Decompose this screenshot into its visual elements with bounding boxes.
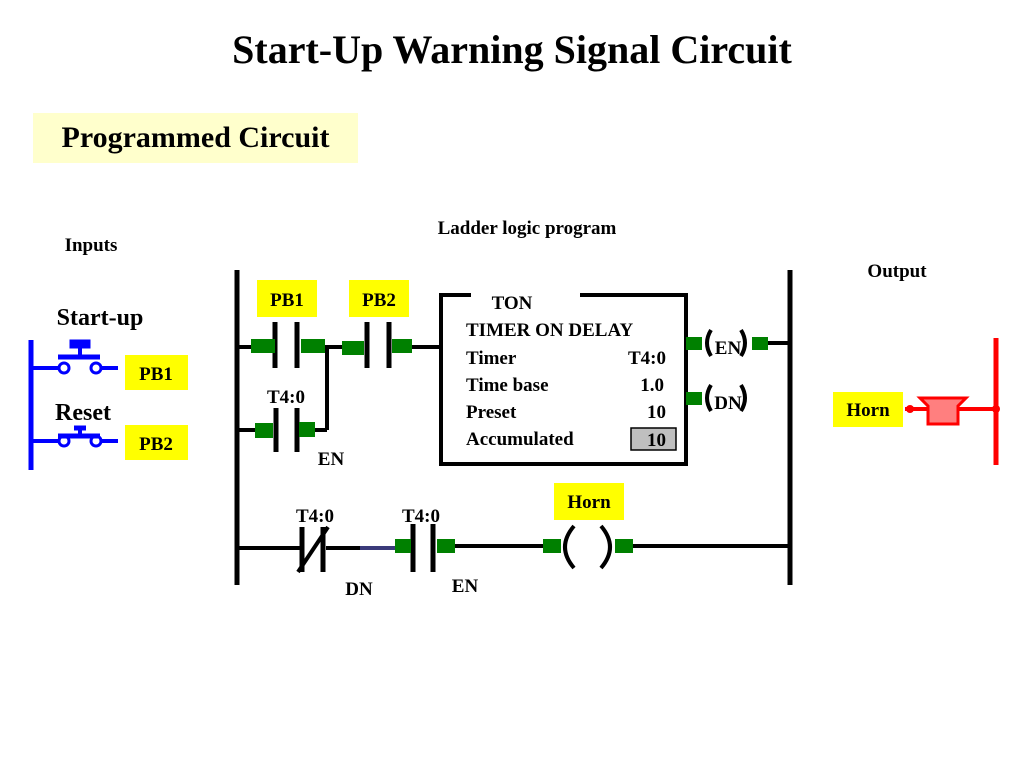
reset-label: Reset: [55, 400, 111, 426]
timer-dn-contact: [296, 525, 330, 574]
svg-text:Horn: Horn: [567, 492, 611, 513]
svg-text:PB2: PB2: [139, 434, 173, 455]
startup-label: Start-up: [57, 305, 144, 331]
timer-block: TON TIMER ON DELAY Timer T4:0 Time base …: [439, 293, 688, 466]
horn-coil: [543, 524, 633, 570]
pb1-rung-tag: PB1: [257, 280, 317, 317]
accumulated-value: 10: [647, 430, 666, 451]
timer-en-label: EN: [715, 338, 742, 359]
ladder-rails: [234, 270, 793, 585]
timer-dn-label: DN: [714, 393, 742, 414]
svg-text:Horn: Horn: [846, 400, 890, 421]
seal-in-contact: [255, 408, 315, 452]
horn-icon: [916, 396, 970, 426]
timer-dn-output: DN: [686, 383, 747, 414]
svg-text:PB1: PB1: [270, 290, 304, 311]
reset-tag: PB2: [125, 425, 188, 460]
timer-value: T4:0: [628, 348, 666, 369]
en-contact-address: T4:0: [402, 506, 440, 527]
ladder-heading: Ladder logic program: [438, 218, 617, 239]
inputs-heading: Inputs: [65, 235, 118, 256]
horn-output-tag: Horn: [833, 392, 903, 427]
startup-pushbutton-cap: [69, 339, 91, 349]
seal-in-address: T4:0: [267, 387, 305, 408]
timer-name: TIMER ON DELAY: [466, 320, 633, 341]
timer-en-contact: [395, 524, 455, 572]
section-subtitle: Programmed Circuit: [33, 113, 358, 163]
svg-text:PB1: PB1: [139, 364, 173, 385]
pb1-contact: [251, 322, 325, 368]
startup-contact-terminal-right: [89, 361, 103, 375]
page-title: Start-Up Warning Signal Circuit: [232, 27, 792, 72]
seal-in-bit: EN: [318, 449, 345, 470]
horn-coil-tag: Horn: [554, 483, 624, 520]
preset-label: Preset: [466, 402, 517, 423]
time-base-label: Time base: [466, 375, 549, 396]
dn-contact-bit: DN: [345, 579, 373, 600]
pb2-rung-tag: PB2: [349, 280, 409, 317]
dn-contact-address: T4:0: [296, 506, 334, 527]
startup-tag: PB1: [125, 355, 188, 390]
timer-label: Timer: [466, 348, 517, 369]
rung-1-wiring: [237, 345, 440, 432]
timer-en-output: EN: [686, 328, 790, 359]
accumulated-label: Accumulated: [466, 429, 574, 450]
time-base-value: 1.0: [640, 375, 664, 396]
preset-value: 10: [647, 402, 666, 423]
pb2-contact: [342, 322, 412, 368]
en-contact-bit: EN: [452, 576, 479, 597]
startup-contact-terminal-left: [57, 361, 71, 375]
accumulated-box: [630, 427, 677, 451]
input-devices: [28, 339, 118, 470]
timer-instruction: TON: [492, 293, 533, 314]
rung-2-wiring: [237, 544, 790, 550]
svg-text:PB2: PB2: [362, 290, 396, 311]
output-heading: Output: [867, 261, 927, 282]
horn-output-device: [905, 338, 1000, 465]
